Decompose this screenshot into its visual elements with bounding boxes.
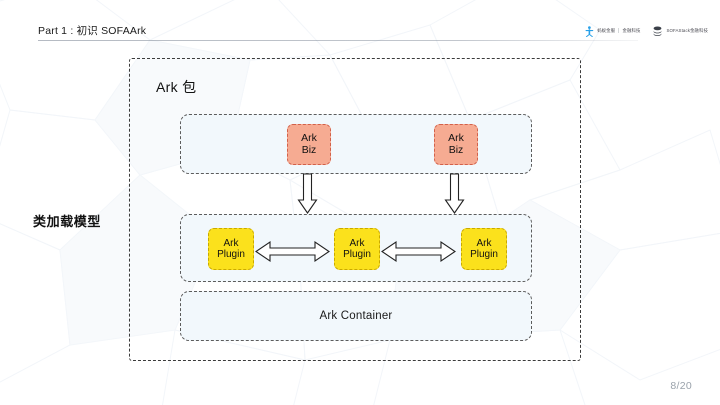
ark-package-diagram: Ark 包 Ark Biz Ark Biz Ark Plugin Ark Plu… [129,58,581,361]
ark-plugin-label-line2: Plugin [217,249,245,260]
ark-plugin-node[interactable]: Ark Plugin [208,228,254,270]
ark-biz-label-line2: Biz [301,143,317,156]
arrow-biz-to-plugin-right [444,173,465,214]
ark-plugin-label-line1: Ark [476,237,492,249]
ark-plugin-label-line1: Ark [223,237,239,249]
ark-biz-label-line2: Biz [448,143,464,156]
header-divider [38,40,638,41]
ark-biz-node[interactable]: Ark Biz [434,124,478,165]
page-number: 8/20 [670,380,692,392]
container-panel: Ark Container [180,291,532,341]
ark-biz-label-line1: Ark [448,131,464,144]
ark-plugin-label-line1: Ark [349,237,365,249]
partner-logo-secondary-text: 金融科技 [622,28,641,34]
ark-plugin-node[interactable]: Ark Plugin [461,228,507,270]
plugin-panel: Ark Plugin Ark Plugin Ark Plugin [180,214,532,282]
partner-logo-primary-text: 蚂蚁金服 [597,28,616,34]
ant-financial-icon [585,26,594,37]
class-loading-model-label: 类加载模型 [33,214,102,229]
biz-panel: Ark Biz Ark Biz [180,114,532,174]
ark-plugin-label-line2: Plugin [343,249,371,260]
sofastack-stack-icon [654,26,662,36]
ark-package-title: Ark 包 [156,79,197,95]
ark-biz-node[interactable]: Ark Biz [287,124,331,165]
ark-container-label: Ark Container [319,310,393,322]
ark-plugin-label-line2: Plugin [470,249,498,260]
slide-header: Part 1 : 初识 SOFAArk 蚂蚁金服 | 金融科技 [0,0,720,46]
partner-logo-separator: | [618,28,620,34]
arrow-biz-to-plugin-left [297,173,318,214]
sofastack-logo-text: SOFAStack金融科技 [666,28,708,34]
ark-biz-label-line1: Ark [301,131,317,144]
sofastack-partner-logo: 蚂蚁金服 | 金融科技 [585,26,640,37]
page-title: Part 1 : 初识 SOFAArk [38,25,147,37]
sofastack-logo: SOFAStack金融科技 [652,26,708,37]
header-logos: 蚂蚁金服 | 金融科技 SOFAStack金融科技 [585,26,708,37]
ark-plugin-node[interactable]: Ark Plugin [334,228,380,270]
